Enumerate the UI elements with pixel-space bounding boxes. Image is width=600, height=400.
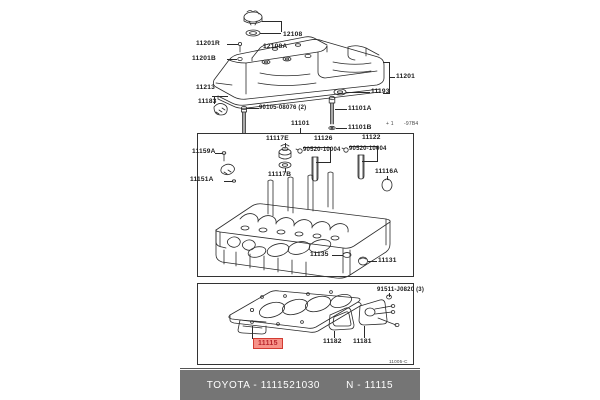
- valve-guide-11126-art: [311, 156, 319, 182]
- oil-filler-cap-art: [243, 10, 263, 37]
- label-11101a: 11101A: [348, 105, 372, 112]
- bolt-11101a-art: [328, 95, 336, 125]
- leader-11117b: [285, 168, 286, 172]
- snap-ring-left-art: [295, 148, 303, 154]
- label-12108a: 12108A: [263, 43, 288, 50]
- leader-11193: [346, 92, 370, 93]
- footer-divider: [180, 368, 420, 369]
- label-11151a: 11151A: [190, 176, 214, 183]
- label-11115-highlighted[interactable]: 11115: [253, 338, 283, 349]
- label-11201b: 11201B: [192, 55, 216, 62]
- leader-11201b: [227, 59, 237, 60]
- label-11201r: 11201R: [196, 40, 220, 47]
- leader-11126-vert: [330, 147, 331, 163]
- leader-11101b: [336, 128, 347, 129]
- footer-ref-code: N - 11115: [346, 379, 394, 391]
- diagram-corner-code: 11005-C: [389, 359, 408, 364]
- stud-11201r-art: [237, 42, 242, 53]
- label-11135: 11135: [310, 251, 329, 258]
- label-11117b: 11117B: [268, 171, 292, 178]
- leader-11116a: [387, 176, 388, 180]
- label-11117e: 11117E: [266, 135, 289, 142]
- label-11182: 11182: [323, 338, 342, 345]
- label-11101b: 11101B: [348, 124, 372, 131]
- snap-ring-right-art: [341, 147, 349, 153]
- leader-11181: [364, 326, 365, 338]
- plug-11117e-art: [278, 144, 292, 160]
- leader-11131: [368, 261, 377, 262]
- leader-11117e: [285, 143, 286, 147]
- head-gasket-panel: [197, 283, 414, 365]
- bolt-90105-art: [240, 106, 247, 134]
- leader-11122-bot: [362, 161, 378, 162]
- leader-91511: [389, 293, 390, 297]
- leader-12108-vert: [281, 21, 282, 32]
- label-11131: 11131: [378, 257, 397, 264]
- leader-11126-top: [303, 147, 331, 148]
- label-date-range: -97B4: [404, 121, 419, 127]
- leader-11201-top: [383, 62, 390, 63]
- leader-11201-vert: [389, 62, 390, 94]
- leader-11201-out: [389, 77, 395, 78]
- valve-guide-11122-art: [357, 154, 365, 180]
- part-11151a-art: [220, 163, 236, 183]
- leader-11115: [252, 326, 253, 339]
- washer-11101b-art: [328, 125, 336, 131]
- cylinder-head-panel: [197, 133, 414, 277]
- leader-11182: [334, 331, 335, 338]
- leader-11122-vert: [377, 146, 378, 162]
- leader-11213: [212, 96, 228, 97]
- leader-12108: [262, 21, 282, 22]
- label-date-plus: + 1: [386, 121, 394, 127]
- leader-11126-bot: [316, 162, 331, 163]
- leader-11101a: [335, 109, 347, 110]
- label-11159a: 11159A: [192, 148, 216, 155]
- valve-cover-art: [212, 36, 385, 100]
- pin-11159a-art: [221, 151, 227, 162]
- leader-11183: [214, 97, 215, 104]
- label-90520-left: 90520-10004: [303, 147, 341, 153]
- label-11101: 11101: [291, 120, 310, 127]
- cylinder-head-art: [215, 171, 391, 279]
- bracket-11182-art: [328, 307, 355, 331]
- label-11181: 11181: [353, 338, 372, 345]
- leader-11151a: [224, 181, 233, 182]
- leader-11201-bot: [383, 93, 390, 94]
- washer-11201b-art: [237, 57, 243, 62]
- label-11126: 11126: [314, 135, 333, 142]
- footer-brand-partno: TOYOTA - 1111521030: [206, 379, 321, 391]
- label-91511: 91511-J0820 (3): [377, 287, 425, 293]
- leader-90105: [247, 108, 259, 109]
- label-11213: 11213: [196, 84, 215, 91]
- leader-11159a: [215, 153, 223, 154]
- leader-11101: [300, 128, 301, 134]
- label-12108: 12108: [283, 31, 303, 38]
- leader-12108a: [260, 33, 281, 34]
- footer-bar: TOYOTA - 1111521030 N - 11115: [180, 370, 420, 400]
- plug-11135-art: [342, 252, 352, 258]
- label-90105: 90105-08076 (2): [259, 105, 307, 111]
- label-11183: 11183: [198, 98, 217, 105]
- label-90520-right: 90520-10004: [349, 146, 387, 152]
- label-11122: 11122: [362, 134, 381, 141]
- leader-11201r: [227, 44, 238, 45]
- bracket-11181-art: [358, 299, 400, 327]
- leader-11135: [332, 255, 343, 256]
- head-gasket-art: [228, 290, 362, 335]
- part-11183-art: [213, 103, 228, 116]
- plug-11131-art: [358, 256, 368, 266]
- label-11193: 11193: [371, 88, 390, 95]
- label-11201: 11201: [396, 73, 415, 80]
- leader-11122-top: [349, 146, 378, 147]
- label-11116a: 11116A: [375, 168, 399, 175]
